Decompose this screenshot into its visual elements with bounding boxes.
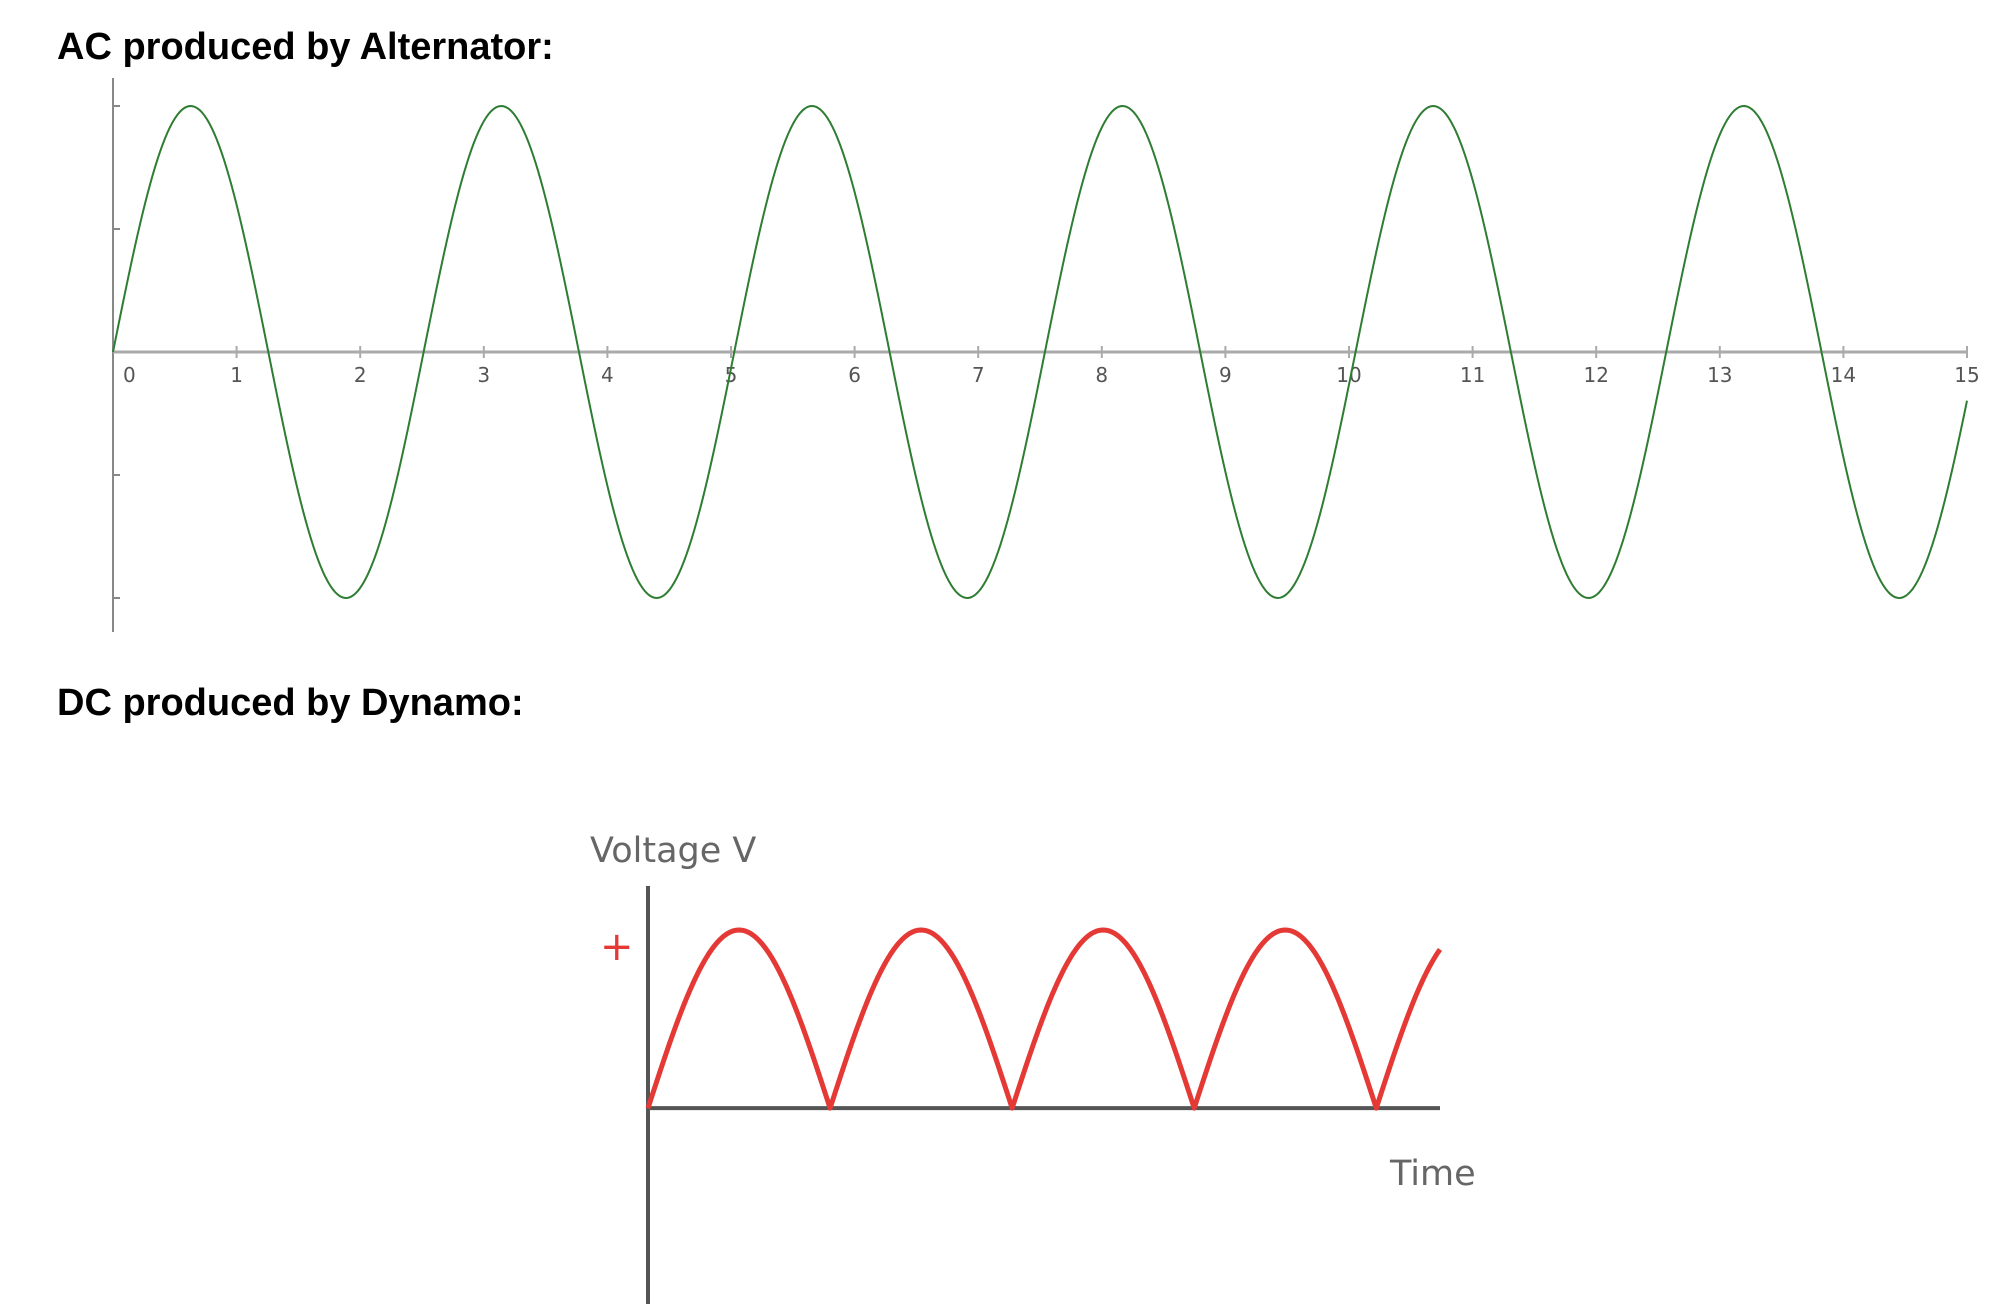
dc-wave-line — [645, 927, 1443, 1111]
dc-chart-title: DC produced by Dynamo: — [57, 682, 524, 724]
ac-x-tick-label: 7 — [972, 363, 985, 387]
dc-x-axis-label: Time — [1389, 1154, 1476, 1194]
ac-wave-line — [112, 104, 1968, 600]
ac-x-tick-label: 14 — [1831, 363, 1856, 387]
dc-y-axis-label: Voltage V — [590, 831, 756, 871]
ac-x-tick-label: 15 — [1954, 363, 1979, 387]
ac-x-tick-label: 13 — [1707, 363, 1732, 387]
ac-x-tick-label: 0 — [123, 363, 136, 387]
dc-positive-sign: + — [600, 924, 634, 970]
ac-x-tick-label: 2 — [354, 363, 367, 387]
dc-negative-sign: – — [600, 1284, 620, 1304]
ac-y-ticks — [113, 105, 120, 599]
ac-x-tick-label: 6 — [848, 363, 861, 387]
ac-x-tick-label: 1 — [230, 363, 243, 387]
dc-chart: Voltage V + – Time — [590, 831, 1476, 1304]
ac-x-tick-label: 9 — [1219, 363, 1232, 387]
ac-chart-title: AC produced by Alternator: — [57, 26, 554, 68]
ac-x-tick-label: 4 — [601, 363, 614, 387]
ac-x-tick-label: 11 — [1460, 363, 1485, 387]
ac-x-tick-label: 3 — [477, 363, 490, 387]
ac-x-tick-label: 8 — [1095, 363, 1108, 387]
ac-x-tick-label: 12 — [1583, 363, 1608, 387]
